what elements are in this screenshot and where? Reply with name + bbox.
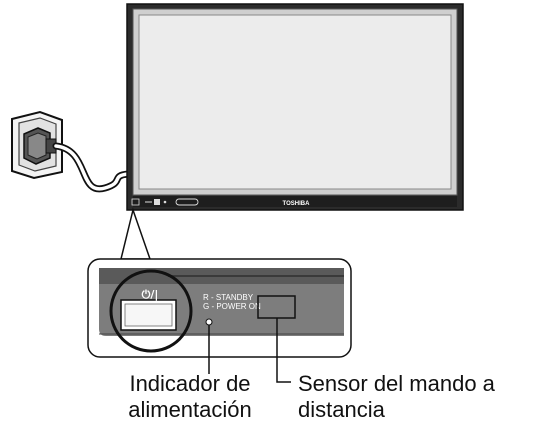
tv-brand-logo: TOSHIBA [283, 201, 311, 207]
television: TOSHIBA [126, 3, 464, 211]
zoom-indicator [120, 207, 152, 260]
power-plug [23, 127, 57, 165]
magnifier-circle [109, 269, 193, 353]
remote-sensor-callout: Sensor del mando a distancia [298, 371, 495, 423]
status-power-on-label: G - POWER ON [203, 302, 261, 311]
power-symbol-label: ⏻/| [142, 288, 159, 301]
power-indicator-callout: Indicador de alimentación [95, 371, 285, 423]
power-indicator-led [205, 318, 213, 326]
callout-sensor-line1: Sensor del mando a [298, 371, 495, 396]
callout-indicator-line2: alimentación [128, 397, 252, 422]
power-cord [52, 142, 132, 193]
status-standby-label: R - STANDBY [203, 293, 254, 302]
tv-screen [138, 14, 452, 190]
callout-indicator-line1: Indicador de [129, 371, 251, 396]
callout-sensor-line2: distancia [298, 397, 385, 422]
sensor-leader-line [276, 318, 291, 383]
front-panel-controls [131, 198, 199, 206]
power-button: ⏻/| [120, 288, 177, 331]
